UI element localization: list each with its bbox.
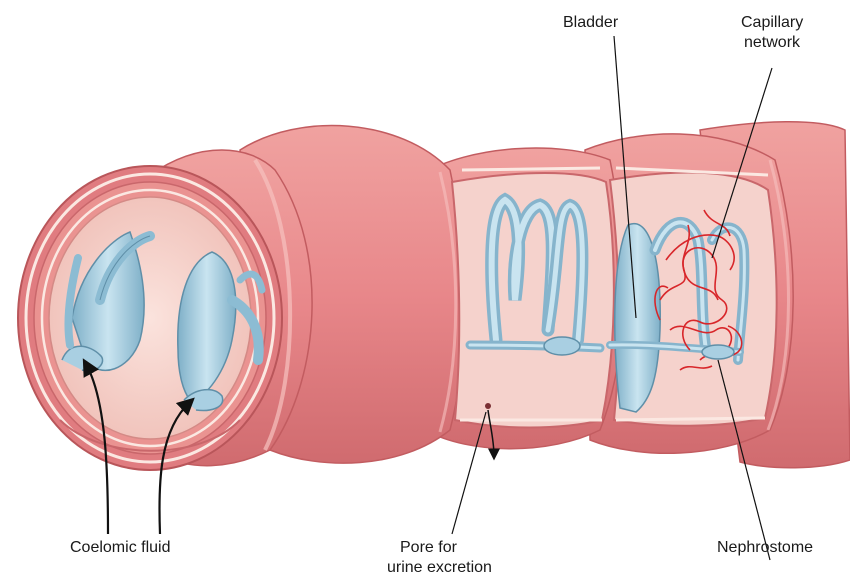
- label-coelomic-fluid: Coelomic fluid: [70, 538, 170, 558]
- label-pore: Pore for urine excretion: [387, 538, 492, 578]
- cross-section-face: [18, 166, 282, 470]
- excretory-pore: [485, 403, 491, 409]
- label-pore-line1: Pore for: [400, 538, 492, 558]
- label-capillary-network: Capillary network: [741, 13, 803, 53]
- label-capillary-line1: Capillary: [741, 13, 803, 33]
- label-pore-line2: urine excretion: [387, 558, 492, 578]
- label-nephrostome: Nephrostome: [717, 538, 813, 558]
- right-window: [610, 168, 777, 426]
- middle-window: [452, 168, 614, 428]
- label-capillary-line2: network: [744, 33, 803, 53]
- label-bladder: Bladder: [563, 13, 618, 33]
